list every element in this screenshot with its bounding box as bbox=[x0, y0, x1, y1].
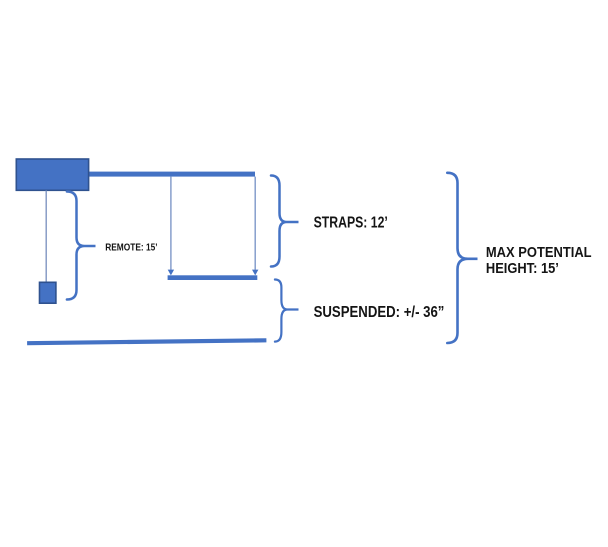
svg-text:SUSPENDED: +/- 36”: SUSPENDED: +/- 36” bbox=[314, 304, 445, 321]
svg-text:REMOTE: 15’: REMOTE: 15’ bbox=[105, 243, 158, 254]
svg-text:STRAPS: 12’: STRAPS: 12’ bbox=[314, 215, 388, 232]
svg-text:MAX POTENTIAL: MAX POTENTIAL bbox=[486, 244, 592, 261]
svg-text:HEIGHT: 15’: HEIGHT: 15’ bbox=[486, 260, 559, 277]
